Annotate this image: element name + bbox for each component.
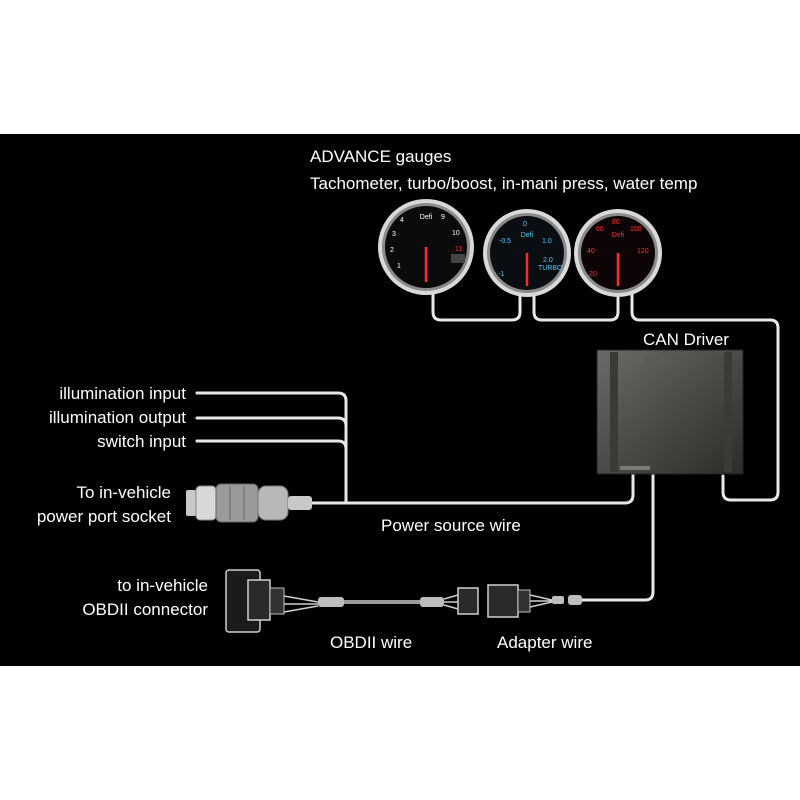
wires [195,288,780,602]
power-port-label-line2: power port socket [37,507,171,526]
tachometer-gauge: Defi 1 2 3 4 9 10 11 [378,199,474,295]
tach-tick-10: 10 [452,230,460,237]
temp-tick-2: 40 [587,248,595,255]
switch-input-wire [195,439,348,451]
obd-connector-label-line1: to in-vehicle [117,576,208,595]
illumination-output-wire [195,416,348,428]
boost-tick-5: 2.0 [543,257,553,264]
boost-tick-4: 1.0 [542,238,552,245]
gauge-link-wire [431,288,780,502]
illumination-input-label: illumination input [59,384,186,403]
switch-input-label: switch input [97,432,186,451]
boost-brand: Defi [521,232,534,239]
power-port-plug [186,483,312,523]
boost-tick-3: 0 [523,221,527,228]
adapter-wire-harness [487,584,582,618]
tach-tick-2: 2 [390,247,394,254]
temp-tick-5: 100 [630,226,642,233]
tach-tick-4: 4 [400,217,404,224]
water-temp-gauge: Defi 20 40 60 80 100 120 [574,209,662,297]
boost-unit: TURBO [538,265,563,272]
tach-tick-9: 9 [441,214,445,221]
gauges-title: ADVANCE gauges [310,147,451,166]
can-driver-label: CAN Driver [643,330,729,349]
illumination-output-label: illumination output [49,408,186,427]
power-source-wire-label: Power source wire [381,516,521,535]
power-port-label-line1: To in-vehicle [77,483,172,502]
obd-wire-harness [283,587,479,615]
temp-tick-1: 20 [589,271,597,278]
temp-tick-3: 60 [596,226,604,233]
tach-tick-11: 11 [455,246,462,253]
boost-tick-1: -1 [498,271,504,278]
boost-tick-2: -0.5 [499,238,511,245]
temp-tick-4: 80 [612,219,620,226]
temp-brand: Defi [612,232,625,239]
power-source-wire [310,473,635,505]
obd-connector-label-line2: OBDII connector [82,600,208,619]
tach-tick-3: 3 [392,231,396,238]
tach-display [451,254,465,263]
illumination-input-wire [195,391,348,505]
tach-brand: Defi [420,214,433,221]
obd-connector [225,569,285,633]
gauges-subtitle: Tachometer, turbo/boost, in-mani press, … [310,174,697,193]
tach-tick-1: 1 [397,263,401,270]
adapter-wire-label: Adapter wire [497,633,592,652]
temp-tick-6: 120 [637,248,649,255]
obd-wire-label: OBDII wire [330,633,412,652]
can-driver-box [596,349,744,475]
boost-gauge: Defi -1 -0.5 0 1.0 2.0 TURBO [483,209,571,297]
adapter-to-can-wire [580,473,655,602]
